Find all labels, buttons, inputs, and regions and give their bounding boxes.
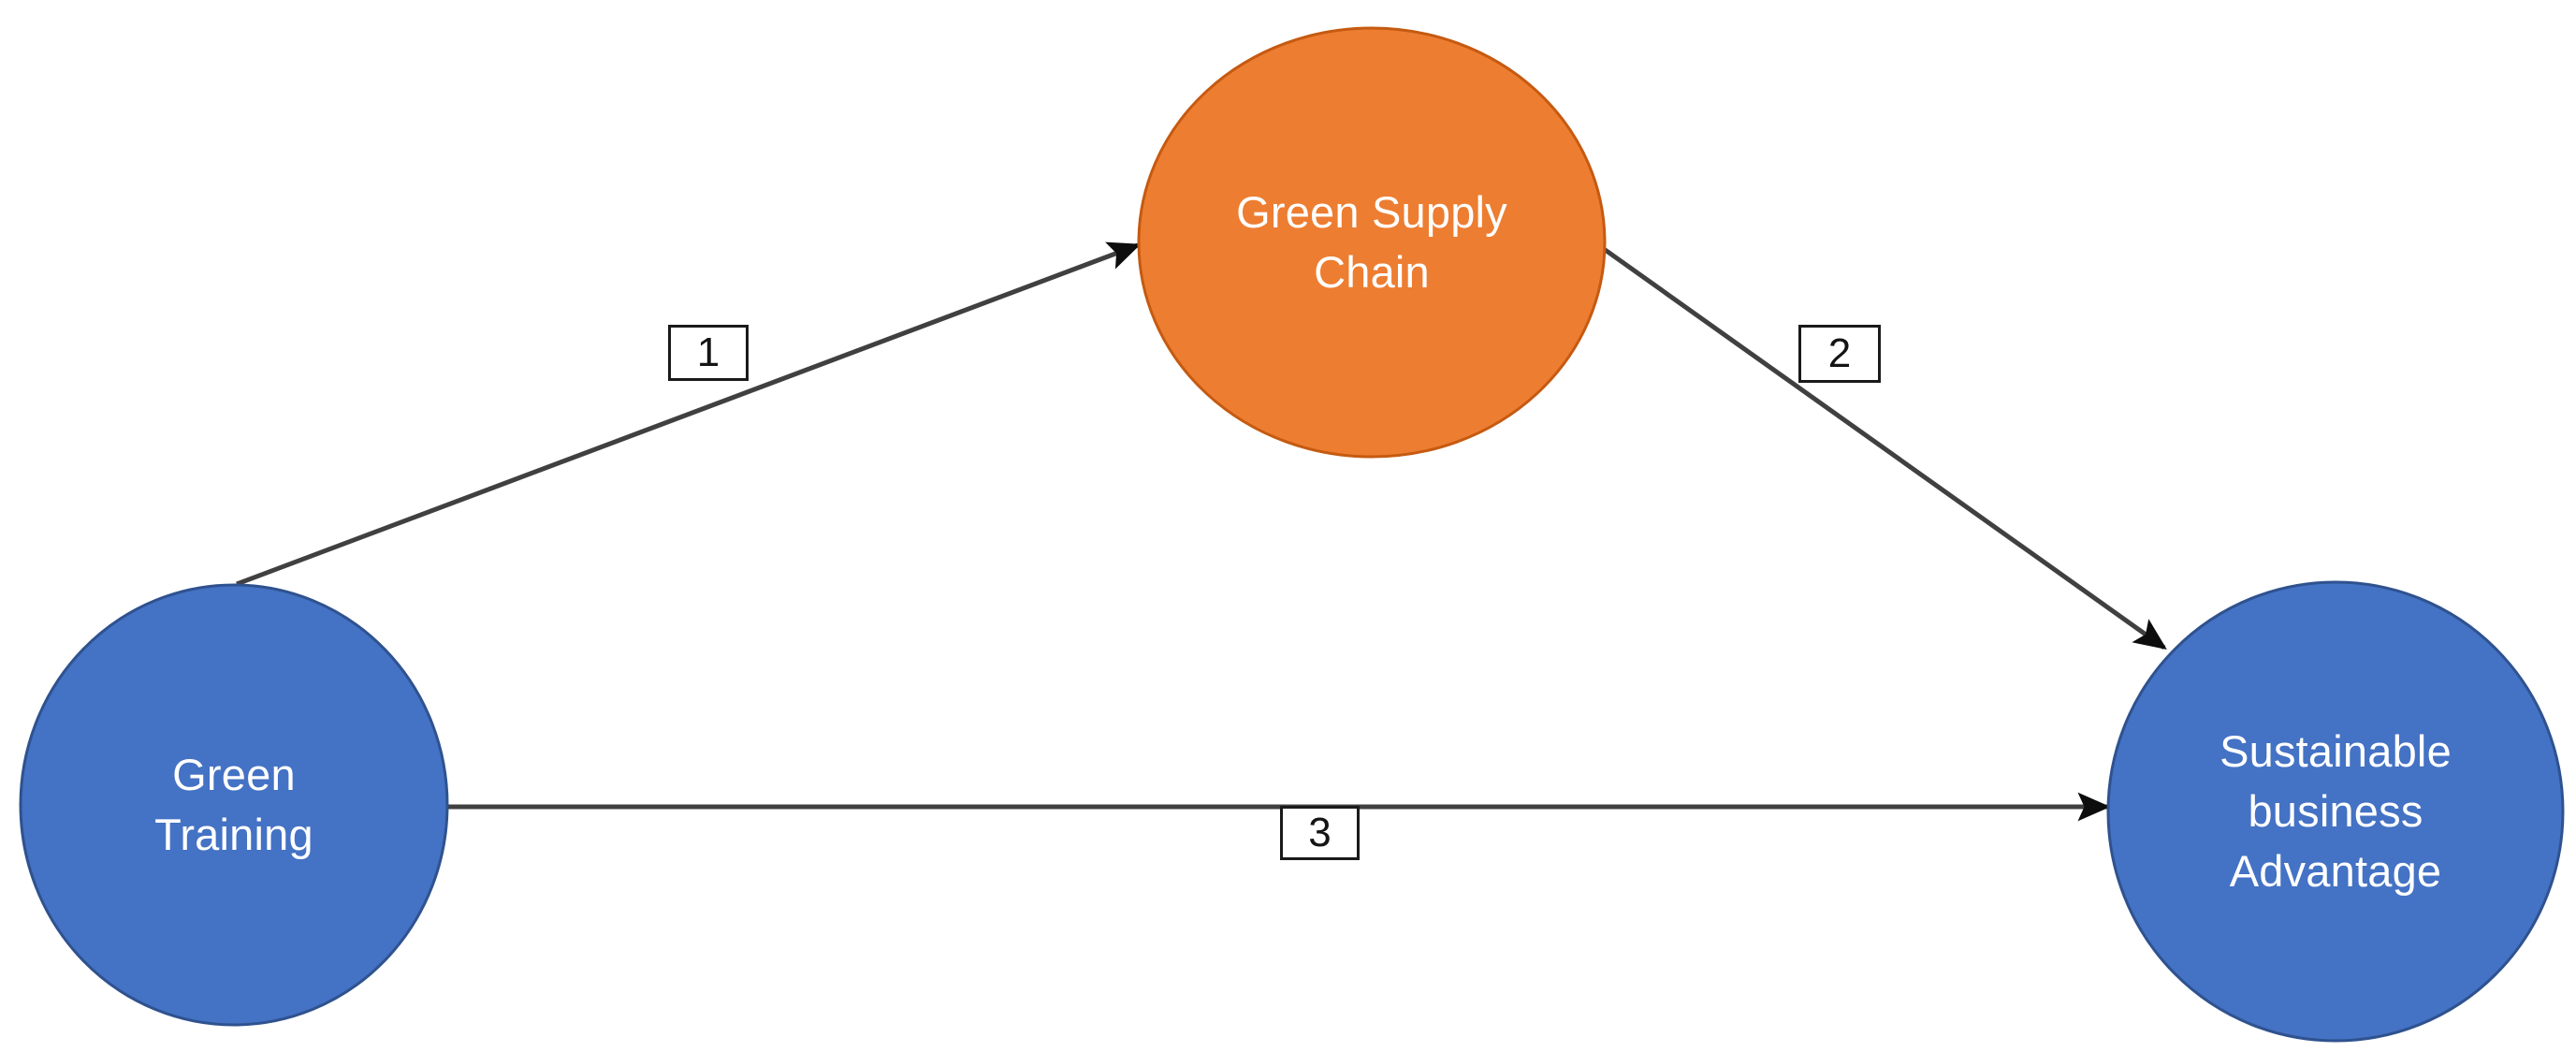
node-sustainable-business-advantage[interactable]: [2106, 580, 2565, 1043]
node-green-supply-chain[interactable]: [1137, 26, 1607, 459]
edge-label-1: 1: [668, 325, 749, 381]
edge-label-3: 3: [1280, 806, 1360, 860]
edge-label-2: 2: [1798, 325, 1881, 383]
edge-line-1: [236, 241, 1142, 587]
edge-line-2: [1602, 246, 2167, 650]
node-green-training[interactable]: [19, 583, 449, 1027]
